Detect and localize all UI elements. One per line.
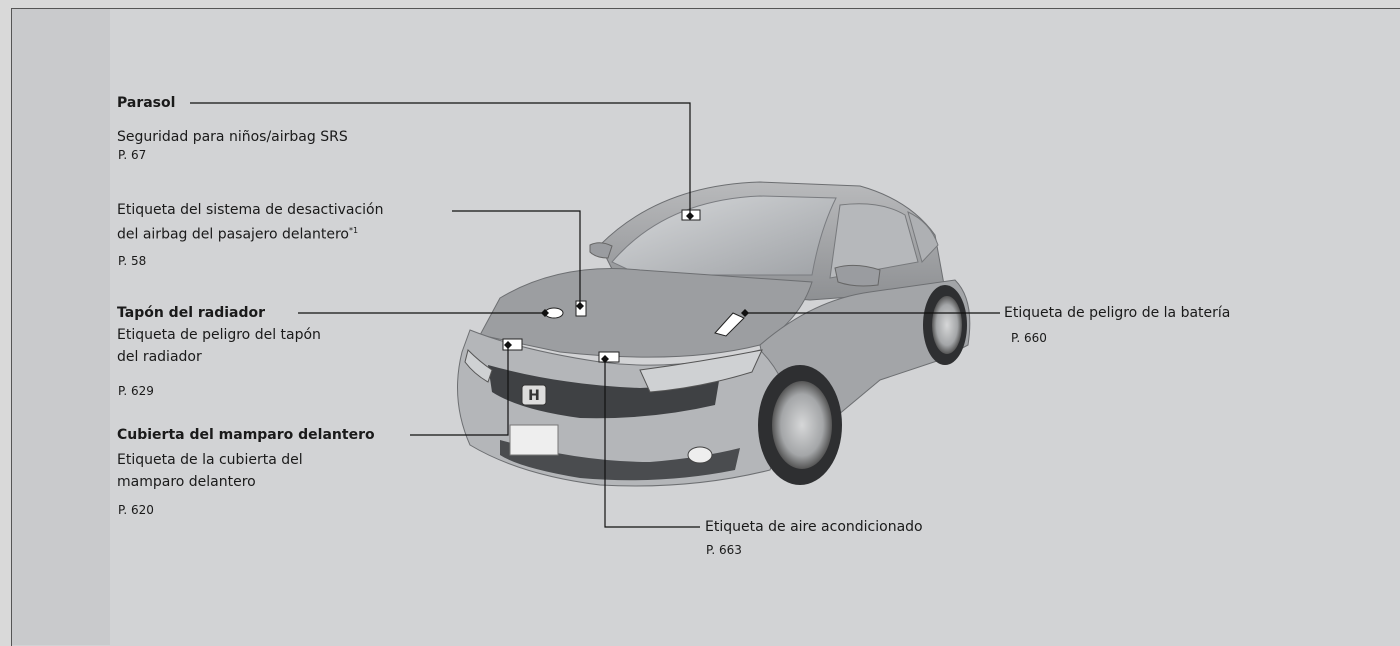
radiator-page-link[interactable]: P. 629 (118, 384, 154, 398)
airbag-off-line1: Etiqueta del sistema de desactivación (117, 202, 384, 218)
bulkhead-page-link[interactable]: P. 620 (118, 503, 154, 517)
airbag-off-line2-wrap: del airbag del pasajero delantero*1 (117, 220, 358, 246)
left-margin-strip (12, 9, 110, 645)
parasol-page-link[interactable]: P. 67 (118, 148, 147, 162)
car-body: H (457, 181, 971, 487)
airbag-off-line2: del airbag del pasajero delantero (117, 226, 349, 243)
battery-page-link[interactable]: P. 660 (1011, 331, 1047, 345)
aircon-title: Etiqueta de aire acondicionado (705, 519, 923, 535)
airbag-off-footnote: *1 (348, 226, 359, 235)
radiator-desc1: Etiqueta de peligro del tapón (117, 327, 321, 343)
battery-title: Etiqueta de peligro de la batería (1004, 305, 1231, 321)
sticker-battery (714, 312, 745, 337)
radiator-title: Tapón del radiador (117, 305, 266, 321)
callout-points (504, 212, 749, 363)
aircon-page-link[interactable]: P. 663 (706, 543, 742, 557)
airbag-off-page-link[interactable]: P. 58 (118, 254, 147, 268)
sticker-aircon (598, 351, 620, 363)
bulkhead-desc2: mamparo delantero (117, 474, 256, 490)
callout-lines (190, 102, 1000, 528)
parasol-desc: Seguridad para niños/airbag SRS (117, 129, 348, 145)
parasol-title: Parasol (117, 95, 176, 111)
radiator-desc2: del radiador (117, 349, 202, 365)
sticker-bulkhead-cover (502, 338, 523, 351)
bulkhead-desc1: Etiqueta de la cubierta del (117, 452, 303, 468)
bulkhead-title: Cubierta del mamparo delantero (117, 427, 375, 443)
car-badge: H (528, 388, 540, 404)
